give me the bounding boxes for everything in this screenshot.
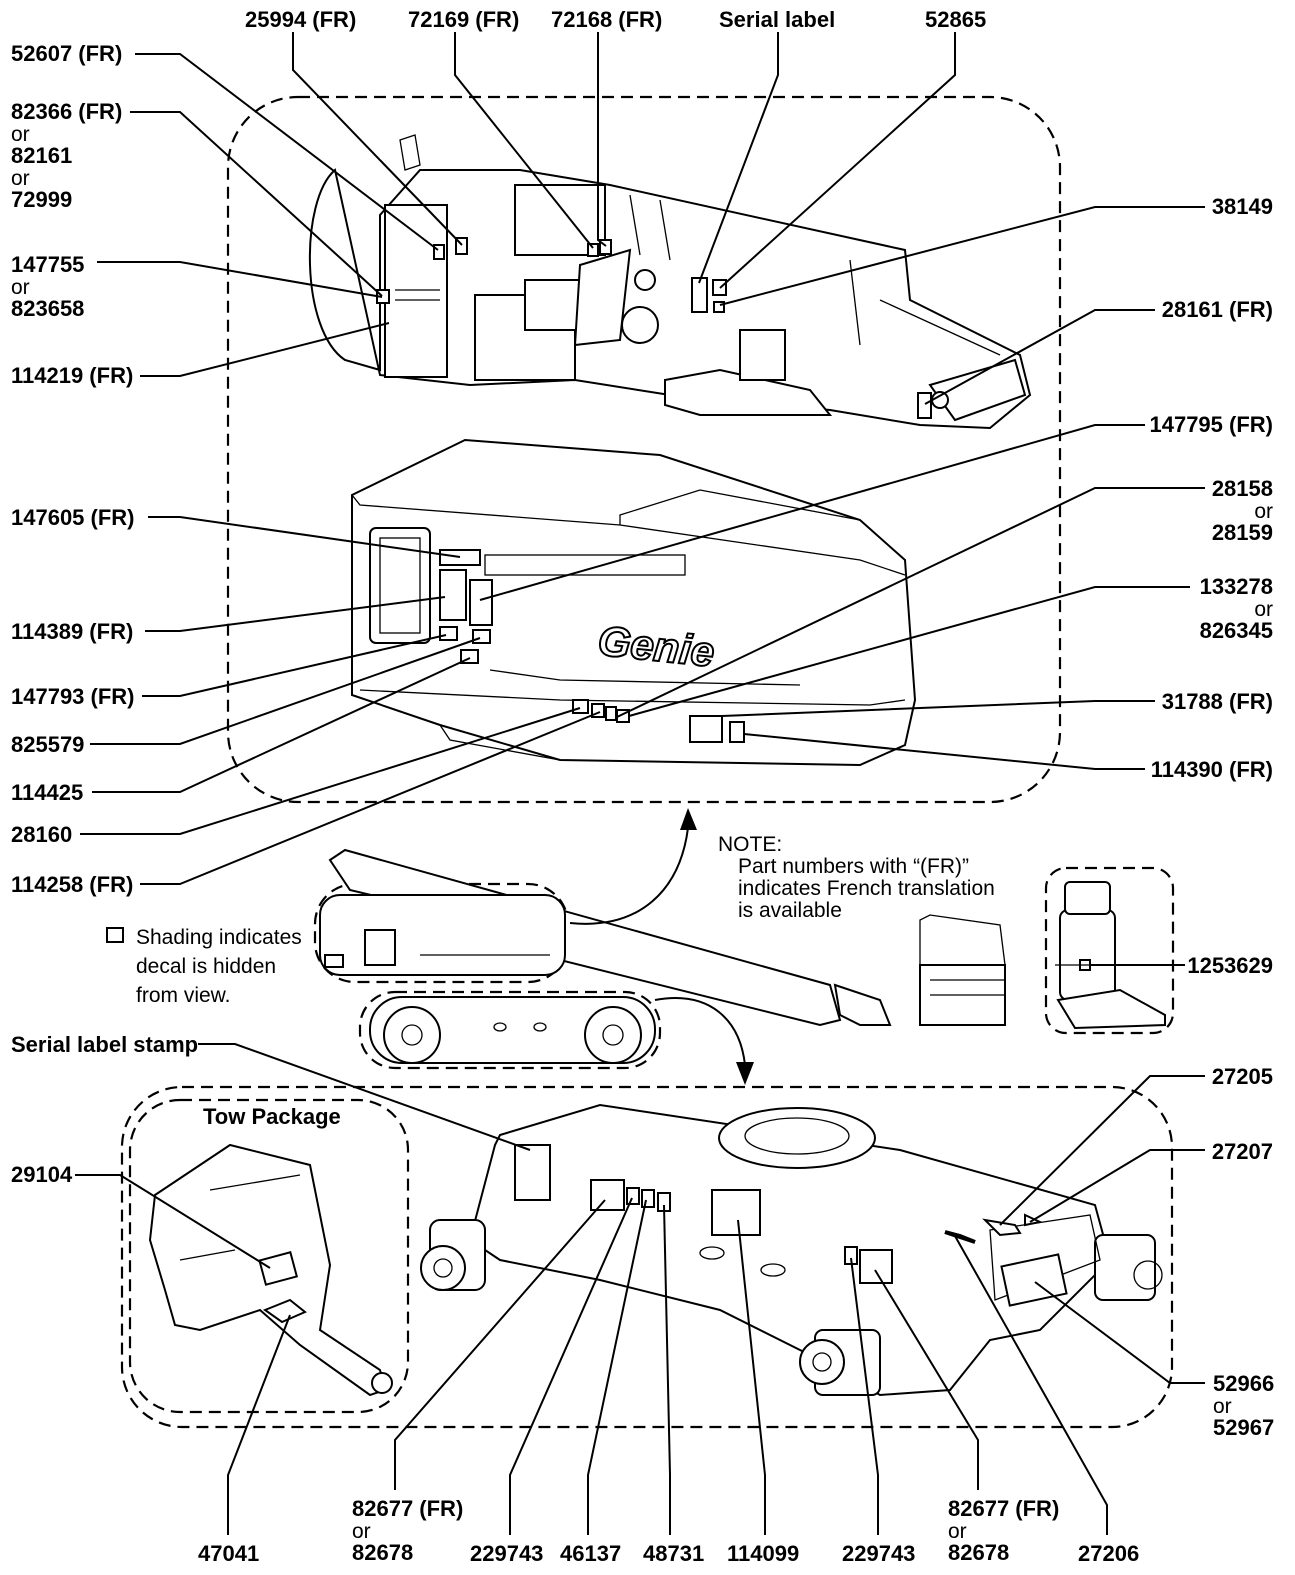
label-serial-label-stamp: Serial label stamp	[11, 1032, 198, 1057]
label-28158-or: or	[1254, 500, 1273, 523]
label-48731: 48731	[643, 1541, 704, 1566]
label-82366-or-1: or	[11, 123, 30, 146]
tow-package-drawing	[148, 1143, 393, 1397]
note-line-2: indicates French translation	[738, 877, 995, 900]
legend-line-3: from view.	[136, 984, 231, 1007]
label-47041: 47041	[198, 1541, 259, 1566]
label-82678-left: 82678	[352, 1540, 413, 1565]
label-52966: 52966	[1213, 1371, 1274, 1396]
label-114219: 114219 (FR)	[11, 363, 133, 388]
counterweight-drawing	[351, 438, 917, 767]
turntable-machine-drawing	[308, 134, 1032, 430]
label-82366: 82366 (FR)	[11, 99, 122, 124]
label-114099: 114099	[727, 1541, 799, 1566]
label-28161: 28161 (FR)	[1162, 297, 1273, 322]
lower-view-outline	[120, 1085, 1174, 1429]
label-826345: 826345	[1200, 618, 1273, 643]
label-133278-or: or	[1254, 598, 1273, 621]
note-line-1: Part numbers with “(FR)”	[738, 855, 969, 878]
label-52865: 52865	[925, 7, 986, 32]
label-147755-or: or	[11, 276, 30, 299]
label-114389: 114389 (FR)	[11, 619, 133, 644]
overview-machine-drawing	[319, 848, 1006, 1064]
label-27205: 27205	[1212, 1064, 1273, 1089]
legend-line-1: Shading indicates	[136, 926, 302, 949]
upper-decals	[376, 237, 932, 419]
label-1253629: 1253629	[1187, 953, 1273, 978]
note-block: NOTE: Part numbers with “(FR)” indicates…	[718, 833, 995, 922]
label-114390: 114390 (FR)	[1151, 757, 1273, 782]
label-823658: 823658	[11, 296, 84, 321]
label-31788: 31788 (FR)	[1162, 689, 1273, 714]
label-72999: 72999	[11, 187, 72, 212]
tow-package-outline	[128, 1098, 410, 1414]
part-number-labels: 25994 (FR) 72169 (FR) 72168 (FR) Serial …	[11, 7, 1274, 1566]
label-27207: 27207	[1212, 1139, 1273, 1164]
note-line-3: is available	[738, 899, 842, 922]
label-82677-right: 82677 (FR)	[948, 1496, 1059, 1521]
label-52967: 52967	[1213, 1415, 1274, 1440]
label-147755: 147755	[11, 252, 84, 277]
label-82161: 82161	[11, 143, 72, 168]
label-82677-left-or: or	[352, 1520, 371, 1543]
label-133278: 133278	[1200, 574, 1273, 599]
overview-lower-outline	[358, 990, 662, 1070]
hidden-decal-legend-icon	[106, 927, 124, 943]
label-28158: 28158	[1212, 476, 1273, 501]
label-229743-right: 229743	[842, 1541, 915, 1566]
label-82677-left: 82677 (FR)	[352, 1496, 463, 1521]
label-28160: 28160	[11, 822, 72, 847]
chassis-drawing	[420, 1103, 1163, 1397]
legend-block: Shading indicates decal is hidden from v…	[136, 926, 302, 1007]
label-27206: 27206	[1078, 1541, 1139, 1566]
label-825579: 825579	[11, 732, 84, 757]
label-229743-left: 229743	[470, 1541, 543, 1566]
leader-lines	[75, 32, 1205, 1535]
propane-tank-outline	[1044, 866, 1175, 1035]
label-82678-right: 82678	[948, 1540, 1009, 1565]
label-46137: 46137	[560, 1541, 621, 1566]
label-38149: 38149	[1212, 194, 1273, 219]
label-147795: 147795 (FR)	[1149, 412, 1273, 437]
label-114425: 114425	[11, 780, 83, 805]
label-tow-package: Tow Package	[203, 1104, 341, 1129]
propane-tank-drawing	[1055, 881, 1166, 1030]
label-28159: 28159	[1212, 520, 1273, 545]
label-82366-or-2: or	[11, 167, 30, 190]
label-29104: 29104	[11, 1162, 73, 1187]
legend-line-2: decal is hidden	[136, 955, 276, 978]
label-147605: 147605 (FR)	[11, 505, 135, 530]
label-147793: 147793 (FR)	[11, 684, 135, 709]
label-72169: 72169 (FR)	[408, 7, 519, 32]
view-arrows	[569, 808, 754, 1085]
label-82677-right-or: or	[948, 1520, 967, 1543]
upper-view-outline	[226, 95, 1062, 804]
label-25994: 25994 (FR)	[245, 7, 356, 32]
label-52966-or: or	[1213, 1395, 1232, 1418]
label-52607: 52607 (FR)	[11, 41, 122, 66]
note-title: NOTE:	[718, 833, 782, 856]
chassis-decals	[590, 1179, 1068, 1307]
label-serial-label: Serial label	[719, 7, 835, 32]
label-114258: 114258 (FR)	[11, 872, 133, 897]
label-72168: 72168 (FR)	[551, 7, 662, 32]
